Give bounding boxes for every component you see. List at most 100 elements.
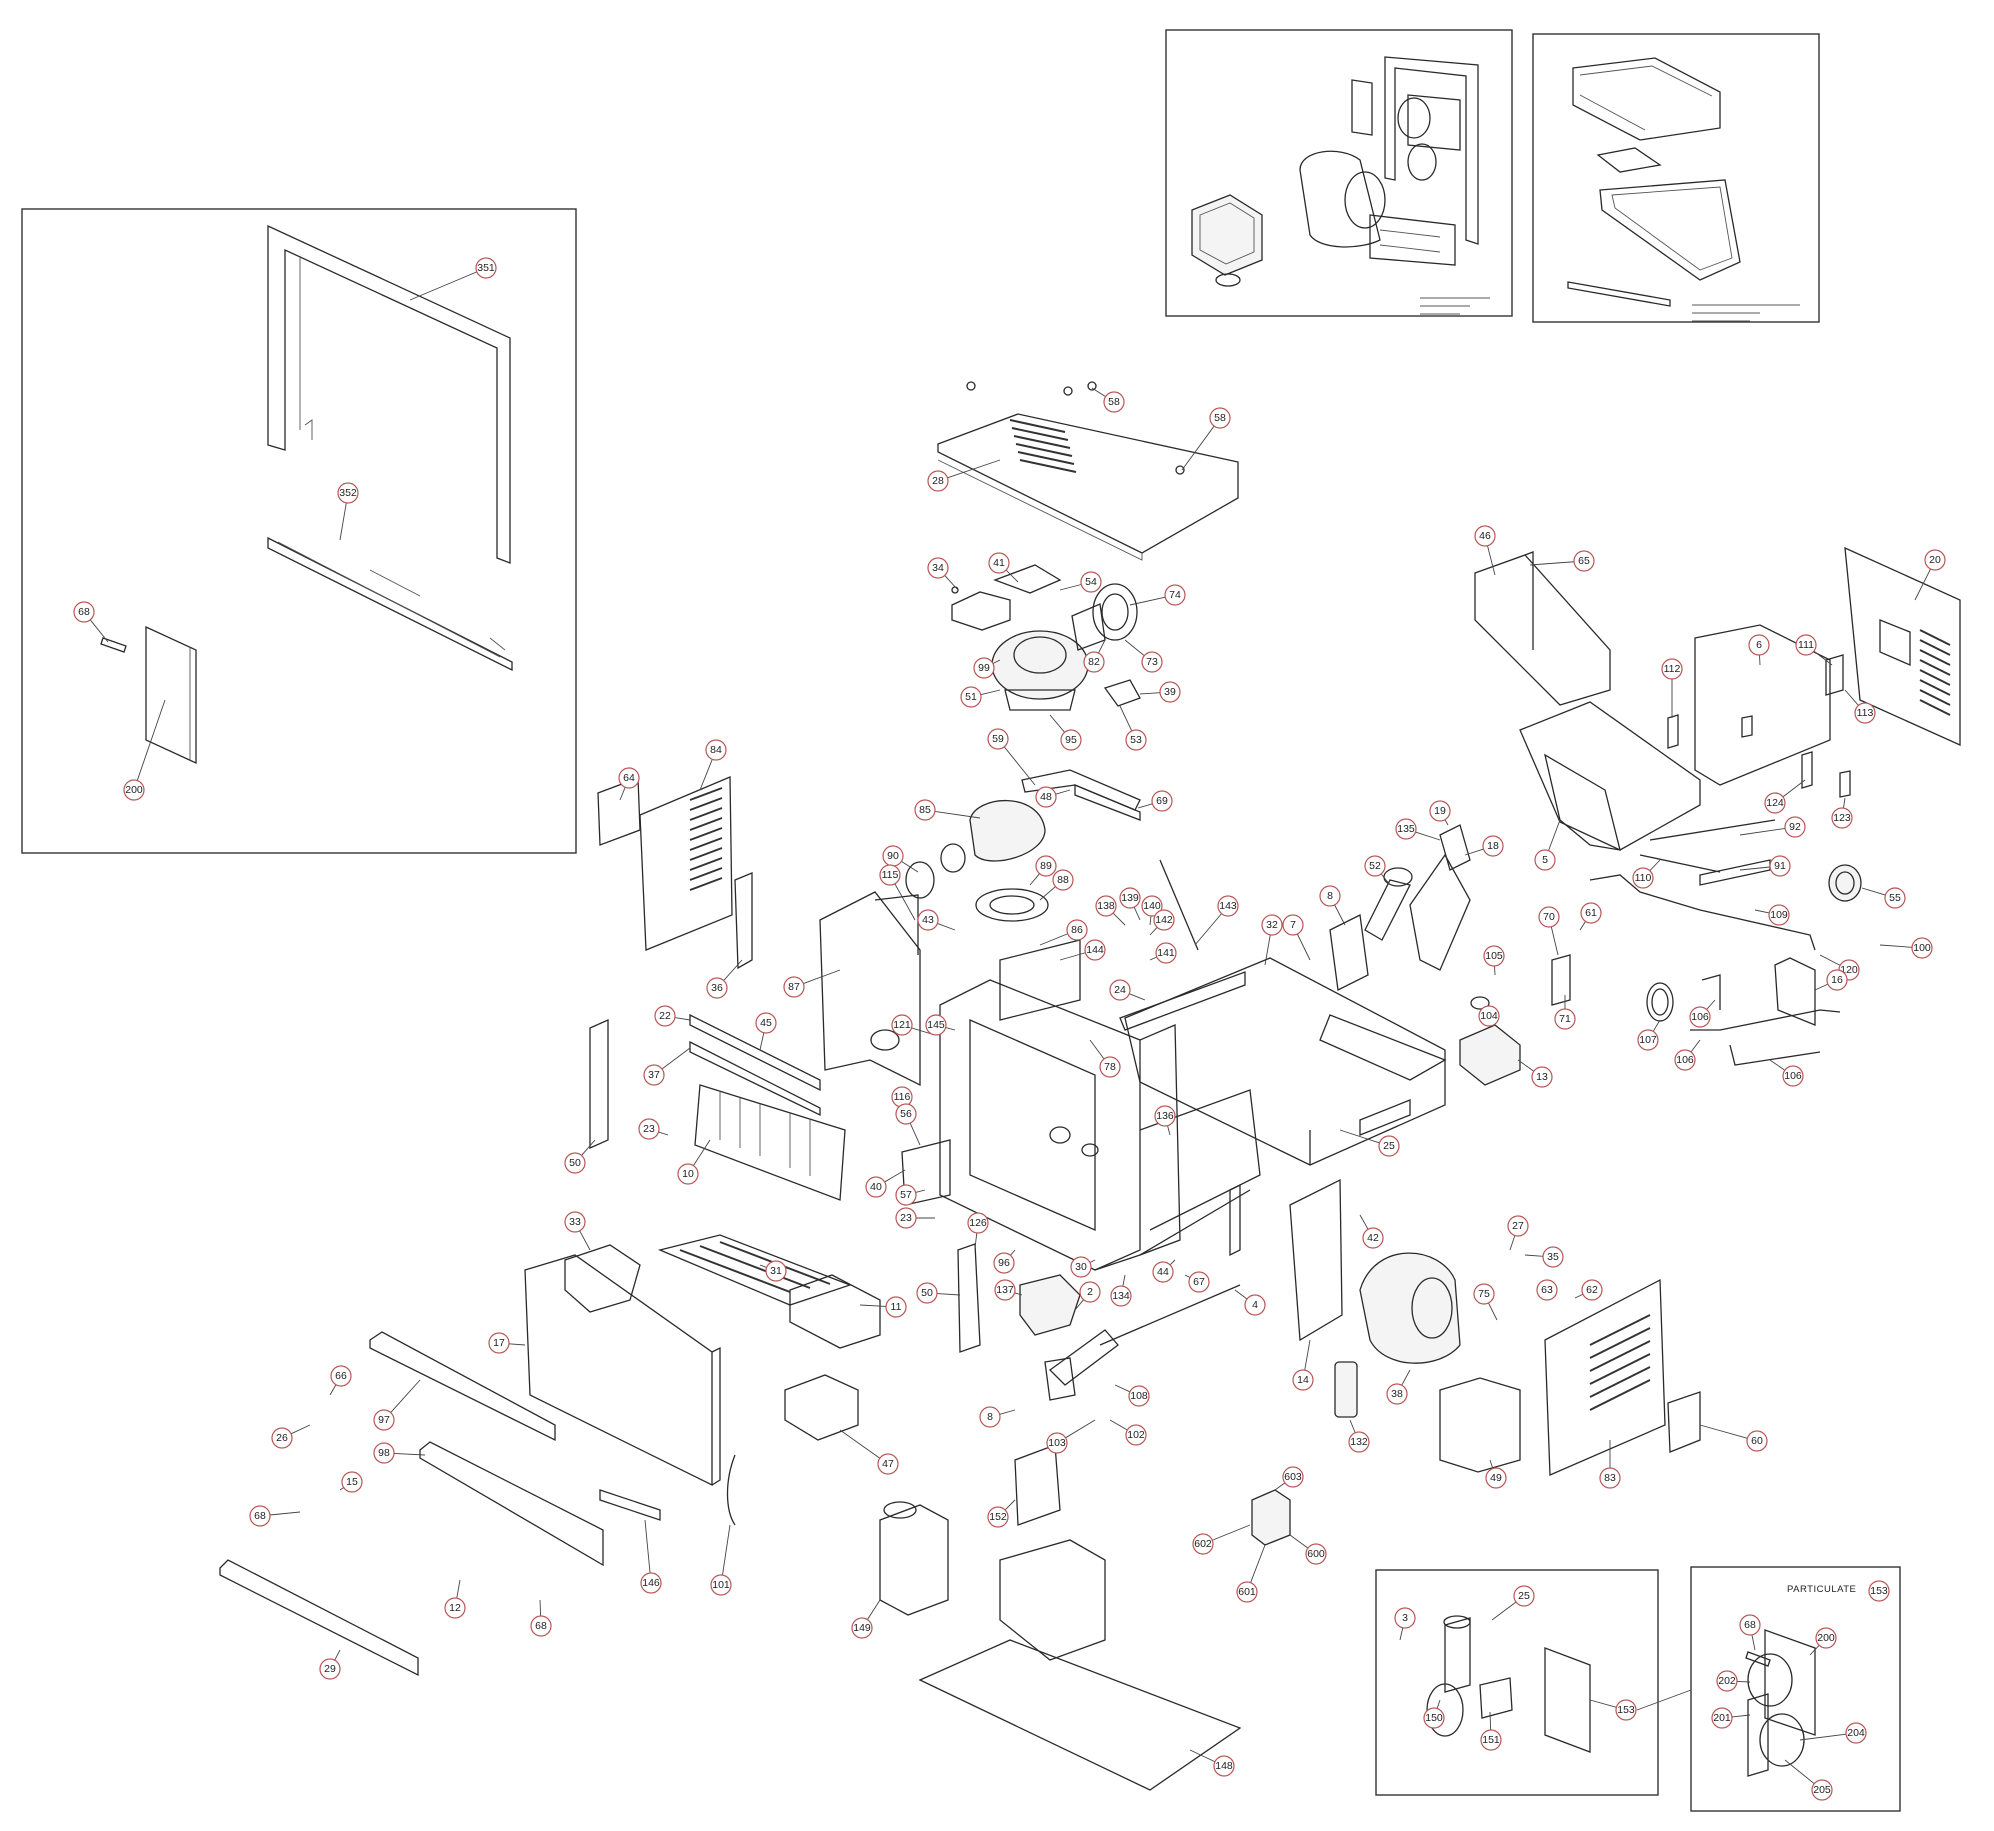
leader-8 [1334,904,1346,926]
callout-circle [987,1506,1009,1528]
callout-circle [1236,1581,1258,1603]
leader-50 [936,1293,961,1296]
leader-49 [1489,1459,1494,1469]
callout-number: 52 [1369,860,1381,872]
part-107-gasket [1646,982,1674,1022]
callout-number: 68 [535,1620,547,1632]
leader-140 [1149,915,1152,926]
part-143-rod [1159,859,1199,951]
callout-number: 16 [1831,974,1843,986]
part-200-panel [145,625,197,765]
callout-circle [373,1442,395,1464]
callout-number: 30 [1075,1261,1087,1273]
callout-100: 100 [1911,937,1933,959]
callout-number: 15 [346,1476,358,1488]
leader-134 [1122,1274,1126,1287]
callout-602: 602 [1192,1533,1214,1555]
leader-70 [1550,926,1559,956]
callout-number: 8 [987,1411,993,1423]
callout-105: 105 [1483,945,1505,967]
callout-54: 54 [1080,571,1102,593]
callout-number: 43 [922,914,934,926]
callout-circle [1536,1279,1558,1301]
callout-124: 124 [1764,792,1786,814]
callout-number: 4 [1252,1299,1258,1311]
callout-circle [1066,919,1088,941]
callout-number: 143 [1219,900,1237,912]
callout-number: 68 [78,606,90,618]
callout-number: 68 [1744,1619,1756,1631]
callout-circle [1711,1707,1733,1729]
leader-139 [1133,906,1141,921]
callout-number: 87 [788,981,800,993]
callout-circle [1531,1066,1553,1088]
callout-circle [1815,1627,1837,1649]
callout-99: 99 [973,657,995,679]
callout-number: 110 [1635,872,1652,884]
leader-87 [803,969,841,984]
part-351-frame [267,224,511,564]
callout-number: 153 [1870,1585,1888,1597]
callout-number: 64 [623,772,635,784]
leader-92 [1739,827,1786,836]
part-104-seal [1470,996,1490,1010]
leader-124 [1782,779,1806,798]
leader-45 [759,1032,765,1051]
leader-68 [1751,1634,1756,1651]
callout-123: 123 [1831,807,1853,829]
leader-107 [1652,1019,1661,1032]
callout-number: 86 [1071,924,1083,936]
callout-circle [1911,937,1933,959]
leader-4 [1234,1289,1248,1300]
part-49-box [1439,1377,1521,1473]
callout-number: 116 [894,1091,911,1103]
leader-204 [1799,1733,1847,1741]
callout-201: 201 [1711,1707,1733,1729]
callout-number: 45 [760,1017,772,1029]
callout-number: 142 [1155,914,1173,926]
callout-circle [1213,1755,1235,1777]
callout-number: 134 [1112,1290,1130,1302]
callout-16: 16 [1826,969,1848,991]
leader-lines [89,271,1931,1785]
callout-number: 95 [1065,734,1077,746]
leader-86 [1039,933,1068,946]
callout-number: 3 [1402,1612,1408,1624]
callout-107: 107 [1637,1029,1659,1051]
leader-13 [1517,1059,1535,1072]
leader-39 [1139,692,1161,695]
leader-101 [722,1524,731,1576]
callout-152: 152 [987,1506,1009,1528]
callout-8: 8 [979,1406,1001,1428]
callout-39: 39 [1159,681,1181,703]
callout-circle [895,1103,917,1125]
leader-64 [619,787,626,801]
callout-number: 126 [969,1217,987,1229]
callout-circle [1507,1215,1529,1237]
callout-number: 352 [339,487,357,499]
callout-circle [1826,969,1848,991]
leader-17 [508,1343,526,1346]
callout-circle [1060,729,1082,751]
callout-circle [1348,1431,1370,1453]
part-29-bar [219,1559,419,1677]
leader-57 [915,1189,926,1193]
callout-7: 7 [1282,914,1304,936]
callout-number: 92 [1789,821,1801,833]
callout-number: 23 [643,1123,655,1135]
callout-circle [341,1471,363,1493]
leader-145 [945,1027,956,1031]
leader-46 [1487,545,1496,576]
callout-41: 41 [988,552,1010,574]
callout-circle [1209,407,1231,429]
callout-61: 61 [1580,902,1602,924]
callout-number: 48 [1040,791,1052,803]
callout-circle [706,977,728,999]
callout-number: 601 [1238,1586,1256,1598]
callout-number: 84 [710,744,722,756]
leader-141 [1149,956,1158,961]
leader-65 [1529,561,1575,566]
callout-number: 49 [1490,1472,1502,1484]
callout-48: 48 [1035,786,1057,808]
callout-number: 58 [1214,412,1226,424]
